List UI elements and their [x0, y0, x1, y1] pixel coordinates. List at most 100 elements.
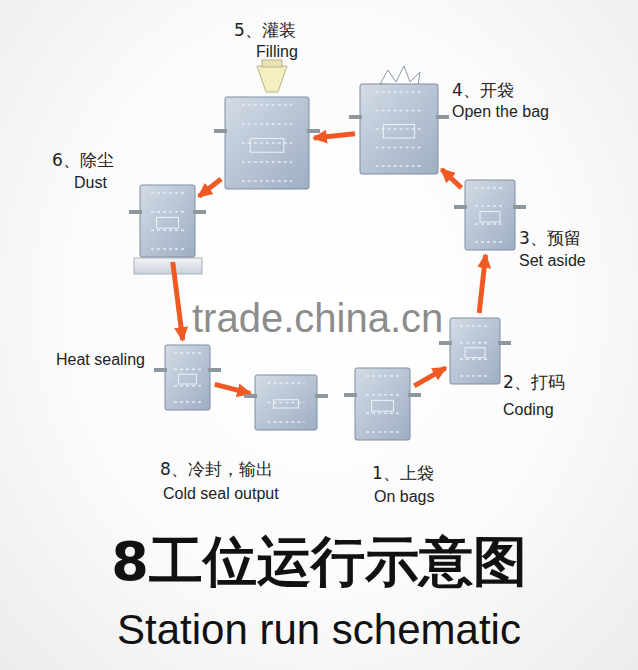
station-bag: 3、预留Set aside	[465, 180, 515, 250]
bag-clamp	[307, 129, 320, 133]
bag-clamp	[129, 210, 142, 214]
bag-print	[376, 165, 423, 167]
flow-arrow	[479, 255, 485, 313]
bag-illustration	[140, 185, 195, 257]
bag-clamp	[349, 115, 362, 119]
bag-clamp	[193, 210, 206, 214]
bag-illustration	[465, 180, 515, 250]
bag-clamp	[408, 393, 421, 397]
station-bag: 6、除尘Dust	[140, 185, 195, 257]
bag-clamp	[154, 368, 167, 372]
bag-print	[174, 369, 201, 371]
bag-print	[151, 248, 184, 250]
bag-print	[376, 91, 423, 93]
bag-illustration	[355, 368, 410, 440]
station-label: Cold seal output	[163, 484, 279, 503]
flow-arrow	[314, 134, 355, 138]
bag-print	[157, 217, 179, 228]
diagram-caption: Station run schematic	[0, 606, 638, 654]
station-label: 1、上袋	[372, 463, 434, 483]
station-bag: 4、开袋Open the bag	[360, 84, 438, 174]
bag-body	[165, 345, 210, 410]
bag-print	[366, 413, 399, 415]
flow-arrow	[414, 368, 445, 386]
station-bag: Heat sealing	[165, 345, 210, 410]
station-label: 8、冷封，输出	[160, 459, 273, 479]
bag-print	[376, 110, 423, 112]
bag-body	[465, 180, 515, 250]
dust-base-plate	[134, 258, 202, 274]
bag-print	[151, 192, 184, 194]
bag-print	[475, 205, 505, 207]
bag-print	[174, 385, 201, 387]
bag-print	[151, 211, 184, 213]
station-bag: 1、上袋On bags	[355, 368, 410, 440]
bag-illustration	[225, 97, 309, 189]
bag-print	[465, 348, 485, 358]
bag-body	[355, 368, 410, 440]
bag-body	[225, 97, 309, 189]
flow-arrow	[173, 262, 183, 340]
station-bag: 5、灌装Filling	[225, 97, 309, 189]
station-label: Heat sealing	[56, 350, 145, 369]
bag-clamp	[513, 205, 526, 209]
station-label: Filling	[256, 42, 298, 61]
open-bag-mouth	[380, 66, 420, 86]
bag-clamp	[498, 341, 511, 345]
bag-print	[267, 402, 304, 404]
diagram-title: 8工位运行示意图	[0, 526, 638, 599]
filling-funnel	[257, 66, 287, 92]
bag-clamp	[315, 394, 328, 398]
bag-illustration	[360, 84, 438, 174]
bag-illustration	[165, 345, 210, 410]
bag-clamp	[208, 368, 221, 372]
station-label: 3、预留	[519, 228, 581, 248]
bag-print	[366, 431, 399, 433]
flow-arrow	[442, 169, 462, 188]
station-label: 5、灌装	[234, 20, 296, 40]
station-label: Coding	[503, 400, 554, 419]
bag-print	[460, 325, 490, 327]
bag-clamp	[344, 393, 357, 397]
bag-print	[372, 400, 394, 411]
bag-print	[242, 161, 292, 163]
bag-clamp	[454, 205, 467, 209]
bag-print	[267, 421, 304, 423]
station-label: 6、除尘	[52, 150, 114, 170]
station-bag: 2、打码Coding	[450, 318, 500, 384]
bag-illustration	[450, 318, 500, 384]
bag-print	[475, 241, 505, 243]
bag-print	[460, 342, 490, 344]
station-label: 4、开袋	[452, 80, 514, 100]
bag-body	[255, 375, 317, 430]
bag-print	[174, 352, 201, 354]
bag-print	[376, 147, 423, 149]
bag-body	[360, 84, 438, 174]
bag-print	[242, 142, 292, 144]
bag-print	[475, 187, 505, 189]
bag-clamp	[439, 341, 452, 345]
bag-print	[366, 394, 399, 396]
bag-print	[366, 375, 399, 377]
bag-print	[242, 104, 292, 106]
flow-arrow	[199, 179, 221, 196]
bag-print	[383, 125, 414, 139]
bag-print	[151, 230, 184, 232]
bag-print	[250, 138, 284, 152]
watermark: trade.china.cn	[188, 296, 447, 341]
bag-print	[242, 123, 292, 125]
bag-print	[267, 382, 304, 384]
flow-arrow	[215, 384, 250, 393]
bag-clamp	[214, 129, 227, 133]
bag-body	[140, 185, 195, 257]
bag-print	[460, 359, 490, 361]
bag-print	[376, 128, 423, 130]
bag-print	[174, 401, 201, 403]
bag-print	[460, 375, 490, 377]
bag-print	[242, 180, 292, 182]
bag-illustration	[255, 375, 317, 430]
station-label: Set aside	[519, 251, 586, 270]
bag-clamp	[244, 394, 257, 398]
station-bag: 8、冷封，输出Cold seal output	[255, 375, 317, 430]
bag-print	[480, 212, 500, 223]
